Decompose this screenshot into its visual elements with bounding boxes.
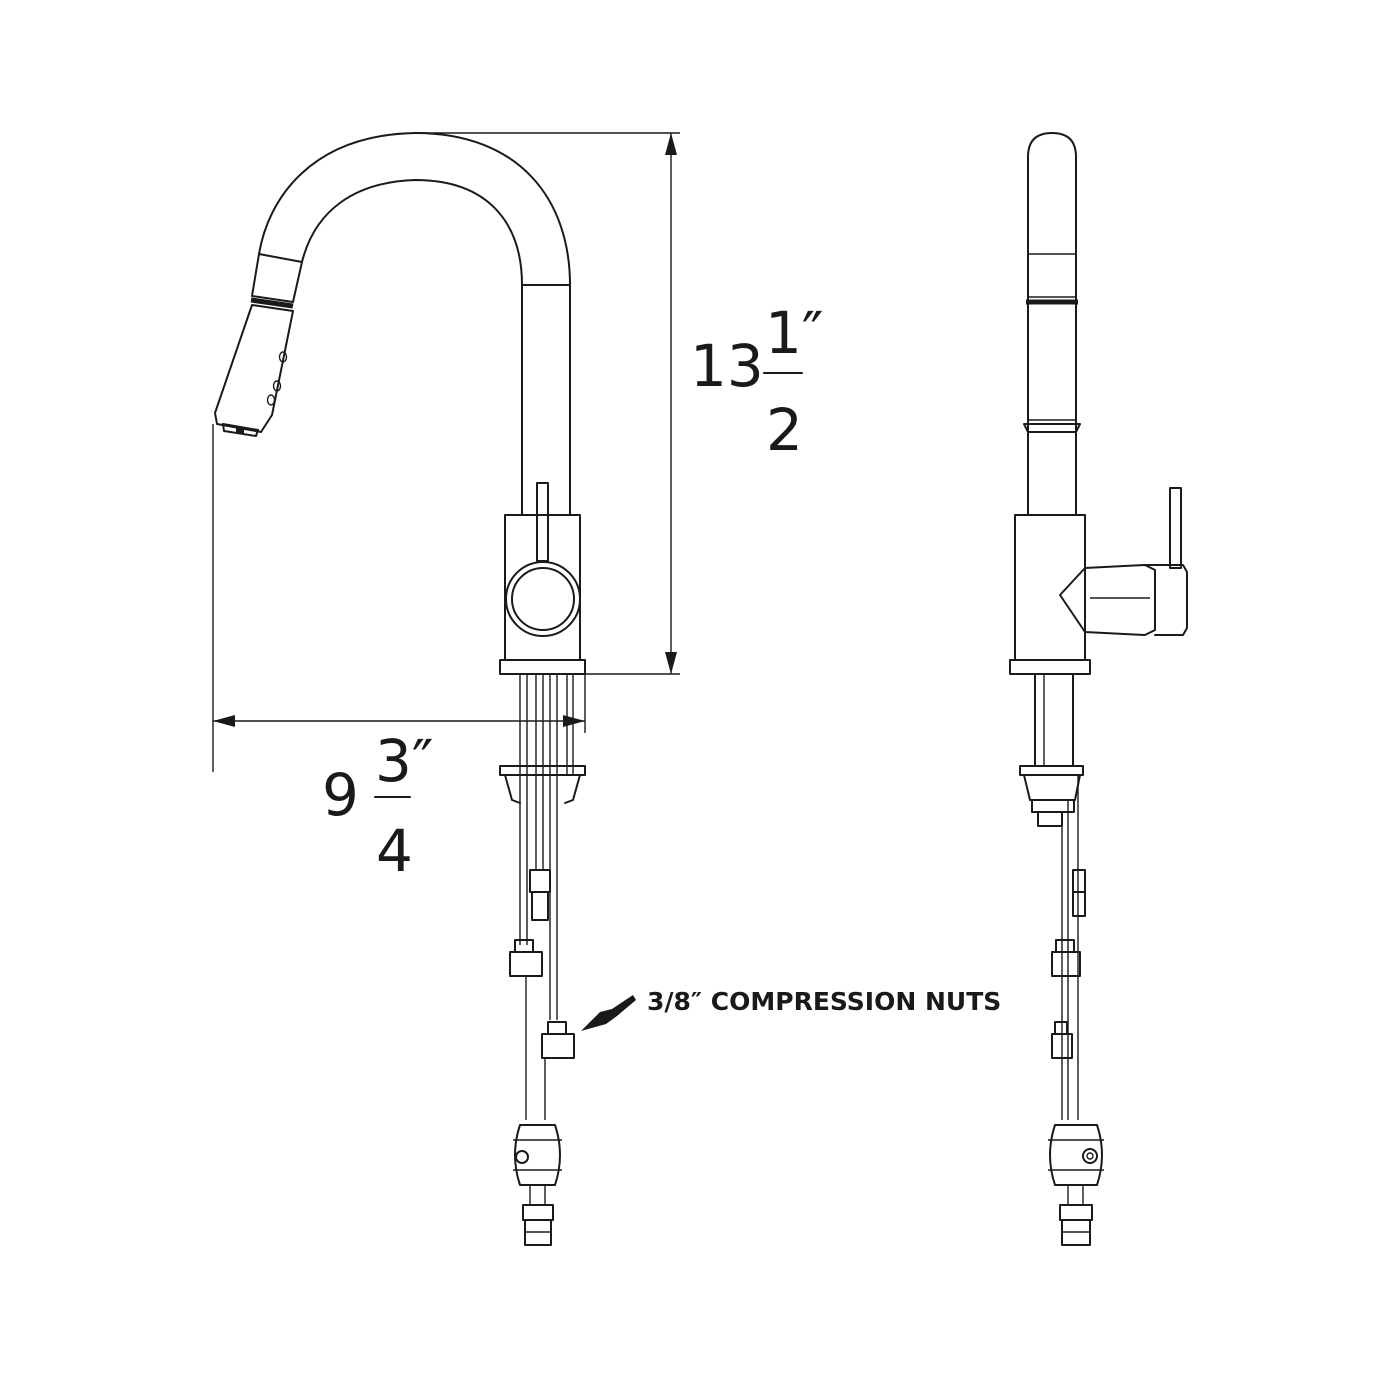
front-compression-nut-1 [509,951,543,977]
height-whole: 13 [690,332,764,400]
reach-whole: 9 [322,761,359,829]
side-view [1009,132,1188,1246]
front-spray-head [214,253,303,437]
height-numerator: 1″ [765,299,824,367]
callout-arrow [581,995,636,1031]
front-valve-body [499,482,586,675]
compression-nuts-callout: 3/8″ COMPRESSION NUTS [581,987,1001,1031]
front-spout-inner [301,179,523,516]
front-view [212,132,680,1246]
reach-dimension-lines [212,424,586,772]
reach-denominator: 4 [376,817,413,885]
front-spout-outer [258,132,571,516]
callout-label: 3/8″ COMPRESSION NUTS [647,987,1001,1016]
front-compression-nut-2 [541,1033,575,1059]
side-hose-weight [1048,1124,1104,1246]
height-denominator: 2 [766,396,803,464]
height-dimension-lines [415,132,680,675]
front-hose-weight [513,1124,562,1246]
side-spout [1027,132,1077,516]
side-valve-body [1009,487,1188,675]
front-mounting-bracket [499,765,586,804]
front-fittings [509,869,575,1120]
reach-label: 9 3″ 4 [322,727,434,885]
height-label: 13 1″ 2 [690,299,824,464]
side-supply-lines [1019,673,1086,1120]
reach-numerator: 3″ [375,727,434,795]
